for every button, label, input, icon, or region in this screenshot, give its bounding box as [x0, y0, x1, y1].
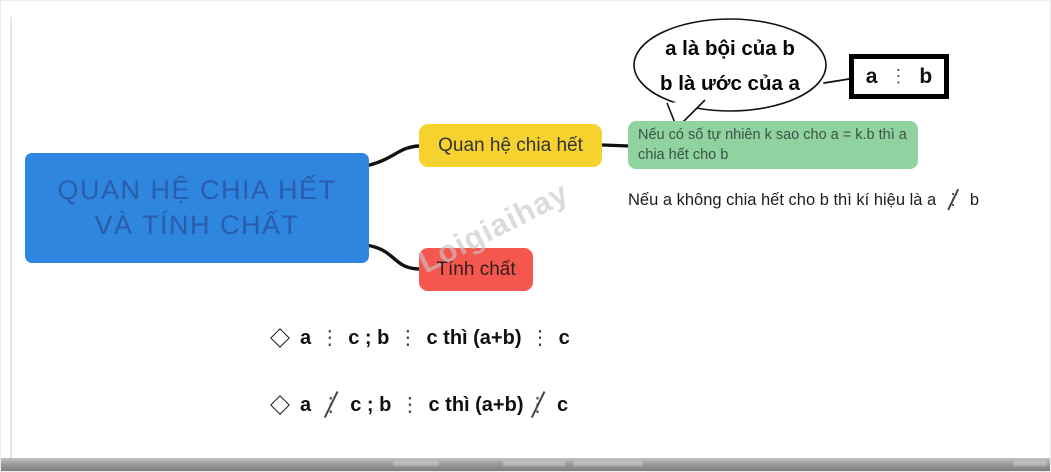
strip-artifact: [1013, 461, 1047, 466]
text-segment: a: [300, 394, 317, 416]
diamond-bullet-icon: [270, 327, 290, 348]
divides-symbol: ⋮: [319, 327, 340, 349]
root-topic-node: QUAN HỆ CHIA HẾT VÀ TÍNH CHẤT: [25, 153, 369, 263]
page-edge-line: [10, 17, 12, 460]
root-topic-line1: QUAN HỆ CHIA HẾT: [57, 175, 337, 205]
text-segment: b: [965, 190, 980, 209]
text-segment: c: [551, 394, 569, 416]
branch-relation-label: Quan hệ chia hết: [438, 134, 583, 156]
branch-node-property: Tính chất: [419, 248, 533, 291]
strip-artifact: [393, 461, 439, 466]
speech-bubble-text-line2: b là ước của a: [660, 72, 800, 95]
property-statement-2: a ⋮ c ; b ⋮ c thì (a+b)⋮ c: [300, 392, 568, 417]
text-segment: c thì (a+b): [420, 327, 528, 349]
property-statement-1: a ⋮ c ; b ⋮ c thì (a+b) ⋮ c: [300, 325, 570, 350]
text-segment: a: [300, 327, 317, 349]
notation-box: a ⋮ b: [849, 54, 949, 99]
text-segment: c ; b: [344, 394, 397, 416]
connector-relation-to-definition: [601, 143, 631, 148]
connector-root-to-relation: [364, 144, 421, 168]
strip-artifact: [503, 461, 565, 466]
not-divisible-note: Nếu a không chia hết cho b thì kí hiệu l…: [628, 190, 979, 210]
speech-bubble-text-line1: a là bội của b: [665, 37, 795, 60]
text-segment: c: [553, 327, 570, 349]
root-topic-line2: VÀ TÍNH CHẤT: [94, 210, 300, 240]
property-line-2: a ⋮ c ; b ⋮ c thì (a+b)⋮ c: [270, 392, 568, 417]
text-segment: c ; b: [342, 327, 395, 349]
divides-symbol: ⋮: [889, 66, 908, 86]
definition-text: Nếu có số tự nhiên k sao cho a = k.b thì…: [638, 127, 907, 163]
divides-symbol: ⋮: [399, 394, 420, 416]
connector-root-to-property: [364, 243, 421, 271]
branch-node-relation: Quan hệ chia hết: [419, 124, 602, 167]
text-segment: Nếu a không chia hết cho b thì kí hiệu l…: [628, 190, 941, 209]
notation-left-operand: a: [865, 64, 878, 88]
definition-node: Nếu có số tự nhiên k sao cho a = k.b thì…: [628, 121, 918, 169]
not-divides-symbol: ⋮: [524, 392, 552, 417]
not-divides-symbol: ⋮: [317, 392, 345, 417]
notation-right-operand: b: [919, 64, 933, 88]
strip-artifact: [573, 461, 643, 466]
diamond-bullet-icon: [270, 394, 290, 415]
divides-symbol: ⋮: [397, 327, 418, 349]
not-divides-symbol: ⋮: [941, 190, 966, 210]
connector-bubble-to-notation: [823, 78, 850, 84]
divides-symbol: ⋮: [530, 327, 551, 349]
branch-property-label: Tính chất: [436, 258, 516, 280]
bottom-strip: [1, 458, 1050, 471]
property-line-1: a ⋮ c ; b ⋮ c thì (a+b) ⋮ c: [270, 325, 570, 350]
speech-bubble-outline: [633, 18, 827, 112]
text-segment: c thì (a+b): [422, 394, 524, 416]
